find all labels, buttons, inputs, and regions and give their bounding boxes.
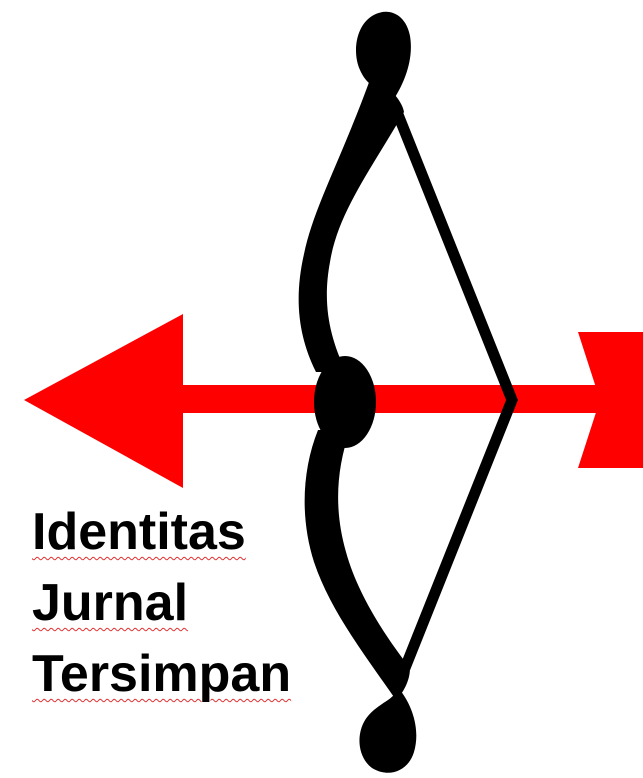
bow-upper-tip — [356, 11, 411, 103]
bow-icon — [298, 11, 417, 773]
bow-upper-limb — [298, 74, 404, 372]
arrow-icon — [24, 314, 643, 488]
arrowhead — [24, 314, 183, 488]
label-identitas: Identitas — [32, 503, 246, 561]
label-jurnal: Jurnal — [32, 574, 189, 632]
label-tersimpan: Tersimpan — [32, 645, 292, 703]
bow-string — [391, 109, 518, 671]
bow-lower-limb — [304, 430, 410, 700]
bow-grip — [314, 356, 376, 448]
arrow-shaft — [178, 385, 600, 413]
arrow-fletching — [578, 332, 643, 468]
bow-lower-tip — [359, 690, 417, 773]
label-block: Identitas Jurnal Tersimpan — [32, 506, 291, 719]
